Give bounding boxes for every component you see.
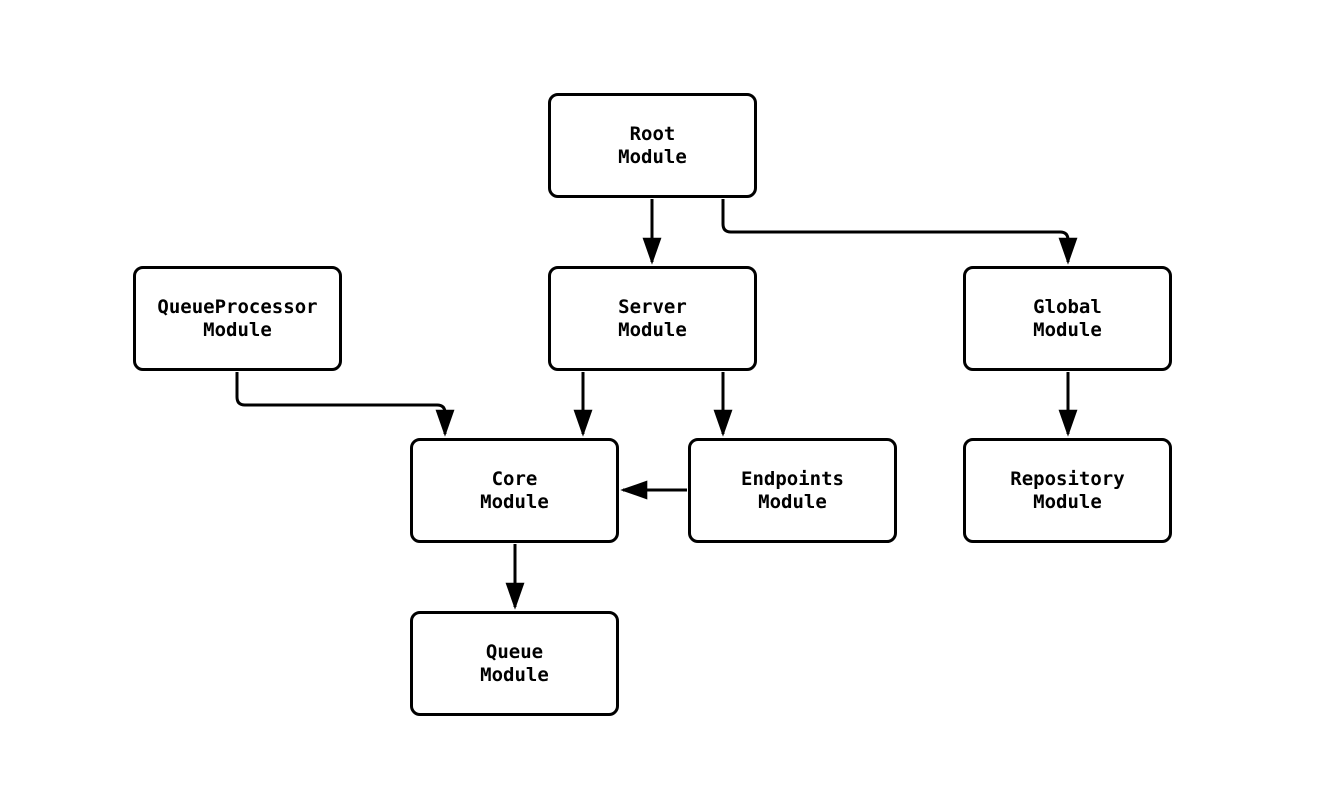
edge-root-to-global	[721, 199, 1078, 265]
node-label: Module	[480, 663, 549, 686]
node-queue-module: Queue Module	[410, 611, 619, 716]
node-global-module: Global Module	[963, 266, 1172, 371]
node-label: Core	[491, 467, 538, 490]
node-label: Root	[629, 122, 676, 145]
node-label: Module	[618, 145, 687, 168]
node-server-module: Server Module	[548, 266, 757, 371]
node-endpoints-module: Endpoints Module	[688, 438, 897, 543]
edge-queueprocessor-to-core	[235, 372, 455, 437]
node-root-module: Root Module	[548, 93, 757, 198]
node-label: Module	[1033, 318, 1102, 341]
node-label: Module	[203, 318, 272, 341]
node-core-module: Core Module	[410, 438, 619, 543]
node-queueprocessor-module: QueueProcessor Module	[133, 266, 342, 371]
node-label: Global	[1033, 295, 1102, 318]
node-label: Module	[1033, 490, 1102, 513]
node-label: QueueProcessor	[157, 295, 318, 318]
node-label: Module	[758, 490, 827, 513]
node-label: Module	[480, 490, 549, 513]
node-label: Repository	[1010, 467, 1125, 490]
node-label: Server	[618, 295, 687, 318]
node-repository-module: Repository Module	[963, 438, 1172, 543]
node-label: Endpoints	[741, 467, 844, 490]
node-label: Queue	[485, 640, 544, 663]
node-label: Module	[618, 318, 687, 341]
